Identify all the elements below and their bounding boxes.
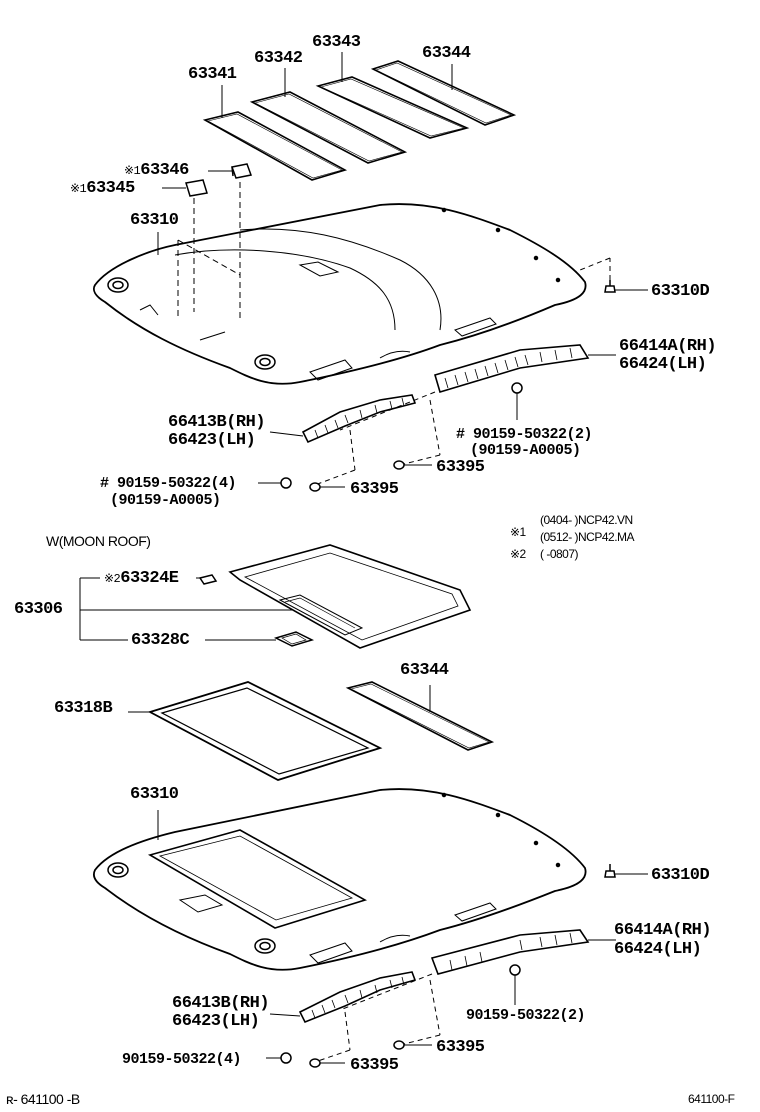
clip-63395-a-moon bbox=[393, 1040, 432, 1050]
headliner-63310-moon bbox=[92, 788, 587, 971]
label-63344-moon: 63344 bbox=[400, 661, 449, 680]
grip-66413B-moon bbox=[298, 971, 417, 1024]
screw-90159-50322-2-top bbox=[511, 382, 523, 420]
grip-66414A-top bbox=[434, 344, 590, 393]
label-66423-moon: 66423(LH) bbox=[172, 1012, 260, 1031]
grip-66413B-top bbox=[301, 394, 417, 444]
clip-63395-b-top bbox=[309, 482, 345, 492]
note-2-line1: ( -0807) bbox=[540, 547, 579, 561]
label-63341: 63341 bbox=[188, 65, 237, 84]
clip-63324E bbox=[196, 574, 218, 585]
note-2-mark: ※2 bbox=[510, 547, 526, 561]
label-63310D: 63310D bbox=[651, 282, 710, 301]
label-63324E: ※263324E bbox=[104, 569, 179, 588]
label-clip-a-moon: 63395 bbox=[436, 1038, 485, 1057]
label-63342: 63342 bbox=[254, 49, 303, 68]
seal-63318B bbox=[128, 681, 383, 781]
label-63318B: 63318B bbox=[54, 699, 113, 718]
pad-63344 bbox=[370, 60, 517, 126]
label-bolt-b: # 90159-50322(4) bbox=[100, 475, 237, 492]
label-clip-b-moon: 63395 bbox=[350, 1056, 399, 1075]
label-63345-num: 63345 bbox=[86, 179, 135, 198]
pad-63344-moon bbox=[345, 681, 495, 751]
screw-90159-50322-4-top bbox=[258, 477, 292, 489]
label-63310-moon: 63310 bbox=[130, 785, 179, 804]
label-bolt-b-alt: (90159-A0005) bbox=[110, 492, 221, 509]
mark-1: ※1 bbox=[124, 164, 141, 178]
label-63328C: 63328C bbox=[131, 631, 190, 650]
block-63345 bbox=[185, 179, 208, 197]
label-66414A: 66414A(RH) bbox=[619, 337, 717, 356]
clip-63395-a-top bbox=[393, 460, 432, 470]
label-63310: 63310 bbox=[130, 211, 179, 230]
label-66413B-moon: 66413B(RH) bbox=[172, 994, 270, 1013]
housing-63306 bbox=[228, 544, 472, 649]
screw-90159-50322-2-moon bbox=[509, 964, 521, 1005]
label-66414A-moon: 66414A(RH) bbox=[614, 921, 712, 940]
mark-1: ※1 bbox=[70, 182, 87, 196]
clip-63395-b-moon bbox=[309, 1058, 345, 1068]
label-bolt-b-moon: 90159-50322(4) bbox=[122, 1051, 242, 1068]
bracket-63328C bbox=[205, 631, 315, 647]
footer-code-left: ʀ- 641100 -B bbox=[6, 1091, 80, 1107]
pad-63342 bbox=[249, 91, 408, 164]
bolt-63310D-top bbox=[574, 257, 648, 293]
label-bolt-a-moon: 90159-50322(2) bbox=[466, 1007, 586, 1024]
pad-63341 bbox=[202, 111, 348, 181]
bolt-63310D-moon bbox=[604, 864, 648, 878]
label-63343: 63343 bbox=[312, 33, 361, 52]
label-bolt-a: # 90159-50322(2) bbox=[456, 426, 593, 443]
note-1-mark: ※1 bbox=[510, 525, 526, 539]
headliner-63310-top bbox=[92, 203, 587, 385]
label-63346: ※163346 bbox=[124, 162, 189, 180]
label-clip-a: 63395 bbox=[436, 458, 485, 477]
label-clip-b: 63395 bbox=[350, 480, 399, 499]
label-bolt-a-alt: (90159-A0005) bbox=[470, 442, 581, 459]
mark-2: ※2 bbox=[104, 572, 121, 586]
pad-63343 bbox=[315, 76, 470, 139]
label-66424: 66424(LH) bbox=[619, 355, 707, 374]
grip-66414A-moon bbox=[430, 929, 590, 975]
label-66423: 66423(LH) bbox=[168, 431, 256, 450]
label-63324E-num: 63324E bbox=[120, 569, 179, 588]
label-63345: ※163345 bbox=[70, 180, 135, 198]
label-63344: 63344 bbox=[422, 44, 471, 63]
block-63346 bbox=[230, 163, 253, 179]
label-63306: 63306 bbox=[14, 600, 63, 619]
section-title-moon-roof: W(MOON ROOF) bbox=[46, 533, 151, 549]
note-1-line2: (0512- )NCP42.MA bbox=[540, 530, 635, 544]
note-1-line1: (0404- )NCP42.VN bbox=[540, 513, 633, 527]
label-63310D-moon: 63310D bbox=[651, 866, 710, 885]
label-63346-num: 63346 bbox=[140, 161, 189, 180]
footer-code-right: 641100-F bbox=[688, 1092, 735, 1106]
screw-90159-50322-4-moon bbox=[266, 1052, 292, 1064]
label-66424-moon: 66424(LH) bbox=[614, 940, 702, 959]
label-66413B: 66413B(RH) bbox=[168, 413, 266, 432]
